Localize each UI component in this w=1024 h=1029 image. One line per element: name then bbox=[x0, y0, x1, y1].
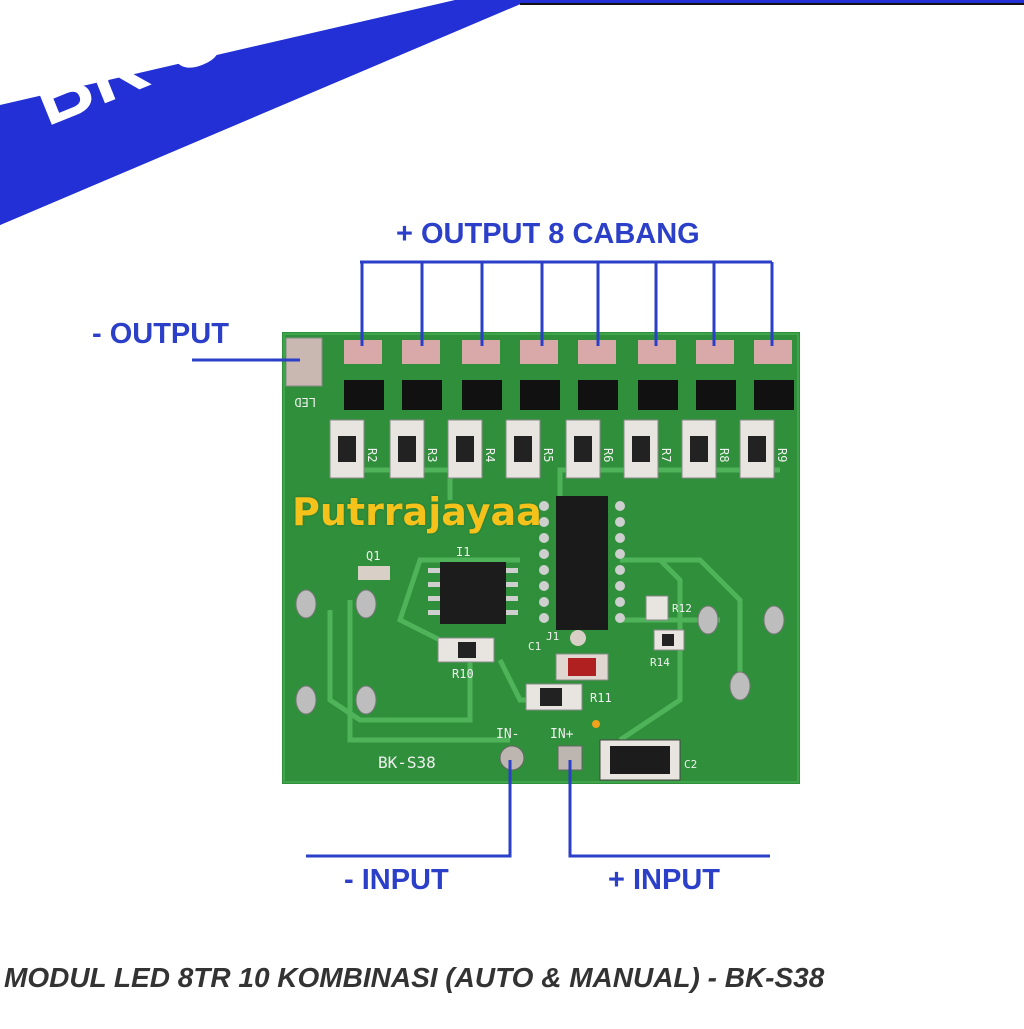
caption: MODUL LED 8TR 10 KOMBINASI (AUTO & MANUA… bbox=[4, 962, 825, 993]
silk-r10: R10 bbox=[452, 667, 474, 681]
silk-model: BK-S38 bbox=[378, 753, 436, 772]
callout-lines bbox=[192, 260, 774, 858]
resistor-label: R8 bbox=[717, 448, 731, 462]
resistor-label: R3 bbox=[425, 448, 439, 462]
silk-j1: J1 bbox=[546, 630, 559, 643]
r12-part bbox=[645, 595, 669, 621]
soic-ic bbox=[428, 562, 518, 624]
label-output-neg: - OUTPUT bbox=[92, 318, 229, 350]
resistor-labels: R2 R3 R4 R5 R6 R7 R8 R9 bbox=[365, 448, 789, 462]
output-pads bbox=[285, 337, 792, 387]
silk-r12: R12 bbox=[672, 602, 692, 615]
resistor-label: R4 bbox=[483, 448, 497, 462]
label-output-top: + OUTPUT 8 CABANG bbox=[396, 218, 700, 250]
mounting-holes bbox=[295, 589, 785, 715]
silk-in-neg: IN- bbox=[496, 727, 519, 742]
resistor-label: R7 bbox=[659, 448, 673, 462]
silk-q1: Q1 bbox=[366, 549, 380, 563]
label-input-neg: - INPUT bbox=[344, 864, 449, 896]
resistor-label: R5 bbox=[541, 448, 555, 462]
banner-shape bbox=[0, 0, 530, 225]
transistors bbox=[344, 380, 794, 410]
resistor-label: R2 bbox=[365, 448, 379, 462]
dip-ic bbox=[539, 496, 625, 630]
silk-c1: C1 bbox=[528, 640, 541, 653]
silk-r14: R14 bbox=[650, 656, 670, 669]
silk-in-pos: IN+ bbox=[550, 727, 574, 742]
q1-part bbox=[358, 566, 390, 580]
silk-led: LED bbox=[294, 395, 316, 409]
resistor-label: R6 bbox=[601, 448, 615, 462]
resistor-array bbox=[329, 419, 775, 479]
silk-r11: R11 bbox=[590, 691, 612, 705]
watermark-text: Putrrajayaa bbox=[292, 490, 542, 534]
resistor-label: R9 bbox=[775, 448, 789, 462]
in-neg-pad bbox=[499, 745, 525, 771]
label-input-pos: + INPUT bbox=[608, 864, 720, 896]
silk-i1: I1 bbox=[456, 545, 470, 559]
silk-c2: C2 bbox=[684, 758, 697, 771]
